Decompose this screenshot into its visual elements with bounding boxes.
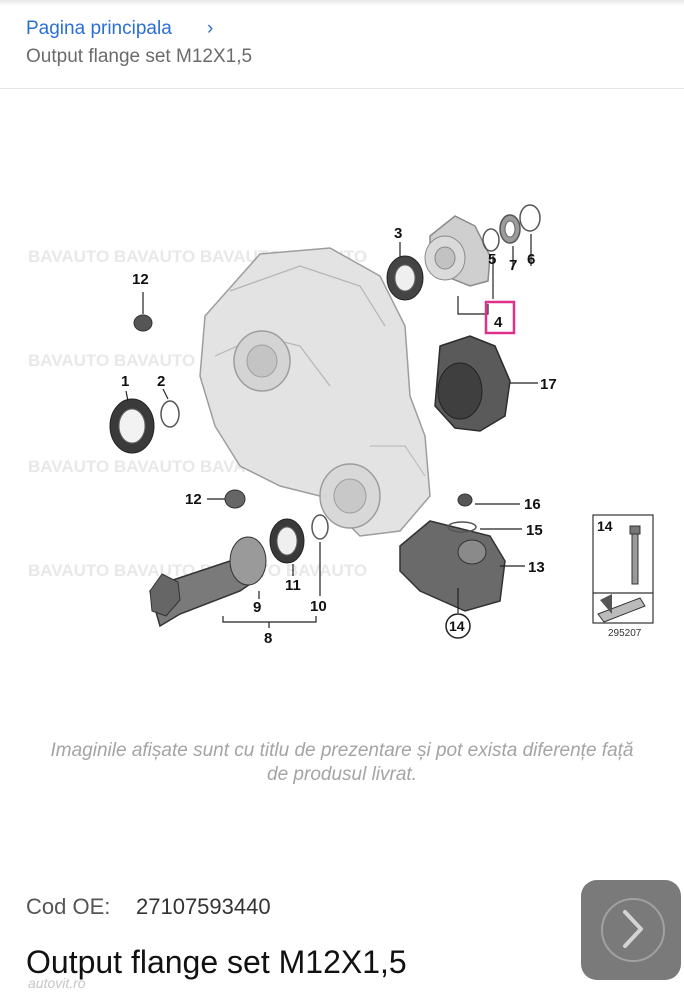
footer-watermark: autovit.ro xyxy=(28,975,86,991)
breadcrumb-current: Output flange set M12X1,5 xyxy=(26,46,253,67)
breadcrumb-home-link[interactable]: Pagina principala xyxy=(26,18,172,39)
callout-14: 14 xyxy=(449,618,465,634)
callout-11: 11 xyxy=(285,577,301,594)
oe-code-value: 27107593440 xyxy=(136,894,271,919)
seal-ring-left xyxy=(109,398,180,454)
callout-12: 12 xyxy=(132,271,149,288)
transfer-case-housing xyxy=(199,247,431,537)
callout-13: 13 xyxy=(528,559,545,576)
callout-5: 5 xyxy=(488,251,496,268)
bolt-inset: 14 295207 xyxy=(592,514,654,639)
chevron-right-icon: › xyxy=(207,18,214,39)
callout-4: 4 xyxy=(494,314,503,331)
parts-diagram[interactable]: BAVAUTO BAVAUTO BAVAUTO BAVAUTO BAVAUTO … xyxy=(0,196,684,656)
leader-lines xyxy=(125,234,538,628)
callout-16: 16 xyxy=(524,496,541,513)
callout-7: 7 xyxy=(509,257,517,274)
callout-17: 17 xyxy=(540,376,557,393)
figure-number: 295207 xyxy=(608,628,642,639)
cap-top xyxy=(133,314,153,332)
header-divider xyxy=(0,88,684,89)
callout-6: 6 xyxy=(527,251,535,268)
callout-1: 1 xyxy=(121,373,129,390)
image-disclaimer: Imaginile afișate sunt cu titlu de preze… xyxy=(50,740,634,785)
callout-14-circled: 14 xyxy=(445,613,471,639)
callout-9: 9 xyxy=(253,599,261,616)
cap-bottom xyxy=(224,489,246,509)
highlight-box-part-4 xyxy=(484,300,516,335)
oe-code-label: Cod OE: xyxy=(26,894,111,919)
breadcrumb: Pagina principala › xyxy=(26,18,213,40)
callout-15: 15 xyxy=(526,522,543,539)
output-flange-top xyxy=(386,204,541,301)
callout-12-bottom: 12 xyxy=(185,491,202,508)
control-unit xyxy=(399,493,506,612)
actuator-motor xyxy=(434,335,511,432)
callout-3: 3 xyxy=(394,225,402,242)
product-title: Output flange set M12X1,5 xyxy=(26,944,407,980)
next-ring xyxy=(601,898,665,962)
next-image-button[interactable] xyxy=(581,880,681,980)
top-shadow xyxy=(0,0,684,6)
inset-callout-14: 14 xyxy=(597,518,613,534)
callout-10: 10 xyxy=(310,598,327,615)
front-output-shaft xyxy=(149,514,329,628)
callout-8: 8 xyxy=(264,630,272,647)
chevron-right-icon xyxy=(623,910,643,948)
callout-2: 2 xyxy=(157,373,165,390)
callout-labels: 12 3 5 7 6 4 1 2 17 12 16 15 13 11 9 10 … xyxy=(121,225,557,647)
watermark-row: BAVAUTO BAVAUTO BAVAUTO BAVAUTO xyxy=(28,561,367,580)
